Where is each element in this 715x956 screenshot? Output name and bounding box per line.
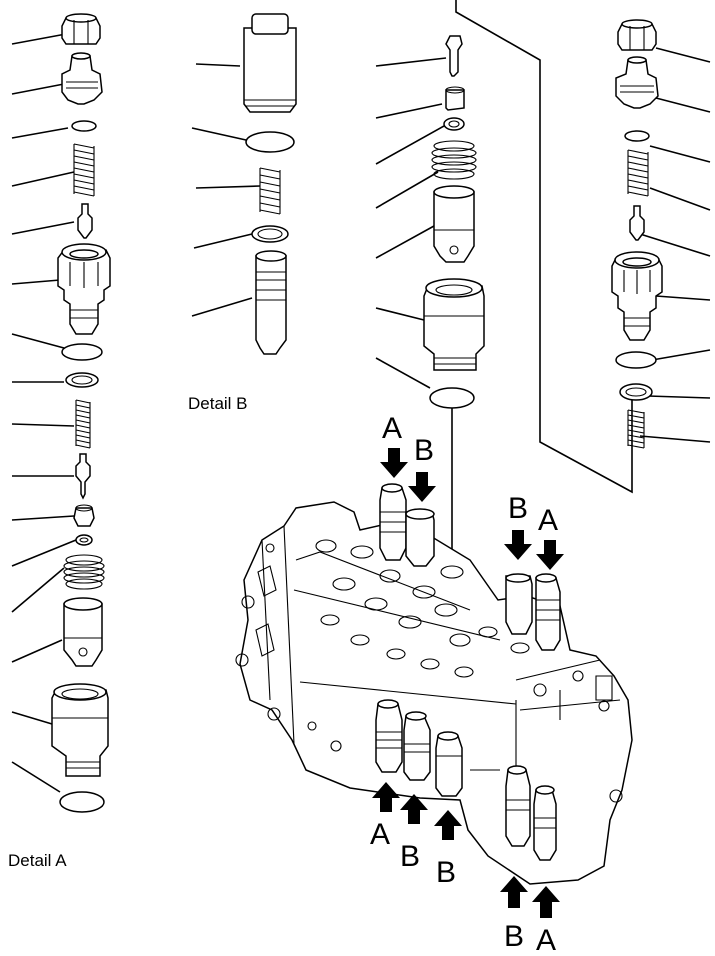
right-parts <box>611 19 711 449</box>
arrow-up-b5 <box>500 876 528 908</box>
marker-b2: B <box>508 492 529 525</box>
marker-a1: A <box>382 412 403 445</box>
center-parts <box>375 0 633 570</box>
detail-b-label: Detail B <box>188 394 248 413</box>
arrow-up-b3 <box>400 794 428 824</box>
detail-b-parts <box>191 13 297 355</box>
marker-b5: B <box>504 920 525 953</box>
arrow-down-a2 <box>536 540 564 570</box>
arrow-up-a4 <box>532 886 560 918</box>
marker-a2: A <box>538 504 559 537</box>
arrow-up-a3 <box>372 782 400 812</box>
marker-b4: B <box>436 856 457 889</box>
arrow-down-a1 <box>380 448 408 478</box>
marker-b3: B <box>400 840 421 873</box>
arrow-up-b4 <box>434 810 462 840</box>
arrow-down-b2 <box>504 530 532 560</box>
marker-a3: A <box>370 818 391 851</box>
arrow-down-b1 <box>408 472 436 502</box>
detail-a-label: Detail A <box>8 851 67 870</box>
control-valve-body <box>235 483 633 885</box>
marker-a4: A <box>536 924 557 956</box>
marker-arrows <box>372 448 564 918</box>
marker-b1: B <box>414 434 435 467</box>
detail-a-parts <box>11 13 111 813</box>
